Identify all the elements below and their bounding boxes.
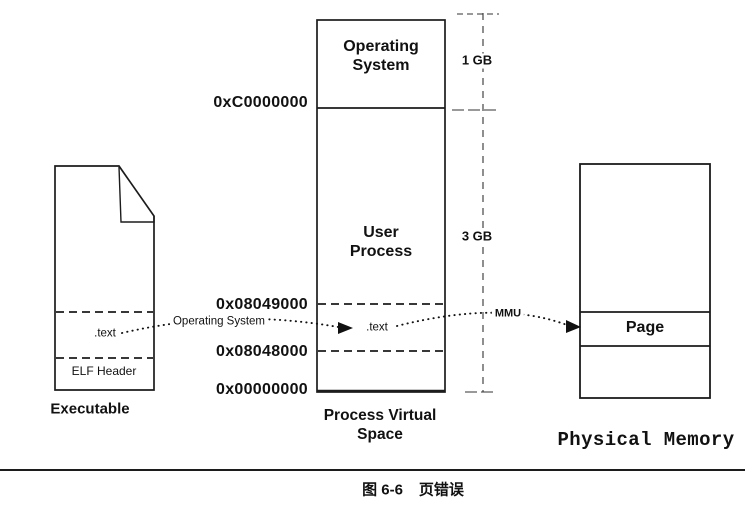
vspace-text-section-label: .text [363, 321, 391, 335]
address-text-start: 0x08048000 [216, 343, 308, 360]
user-size-label: 3 GB [458, 229, 496, 245]
virtual-space-box [316, 19, 446, 393]
executable-text-section-label: .text [94, 327, 116, 340]
arrow-right-icon [338, 322, 353, 334]
address-zero: 0x00000000 [216, 381, 308, 398]
executable-title: Executable [50, 400, 130, 418]
loader-arrow [121, 317, 353, 334]
page-label: Page [625, 318, 665, 336]
user-process-region-label: User Process [349, 224, 413, 260]
mmu-arrow-label: MMU [491, 307, 525, 321]
figure-caption-number: 图 6-6 [362, 481, 403, 499]
mmu-arrow [396, 311, 581, 333]
arrow-right-icon [566, 320, 581, 333]
physical-memory-box [579, 163, 711, 399]
loader-arrow-label: Operating System [169, 315, 269, 329]
size-bracket [452, 13, 499, 393]
folded-corner-icon [118, 166, 155, 223]
figure-caption-title: 页错误 [418, 481, 464, 499]
os-region-label: Operating System [343, 38, 419, 74]
virtual-space-title: Process Virtual Space [323, 407, 437, 443]
address-kernel-base: 0xC0000000 [213, 94, 308, 111]
kernel-size-label: 1 GB [458, 53, 496, 69]
physical-memory-title: Physical Memory [557, 429, 735, 452]
page-divider [0, 469, 745, 471]
address-text-end: 0x08049000 [216, 296, 308, 313]
elf-header-label: ELF Header [71, 364, 137, 379]
figure-caption: 图 6-6 页错误 [362, 479, 464, 500]
executable-file-shape [54, 165, 155, 391]
